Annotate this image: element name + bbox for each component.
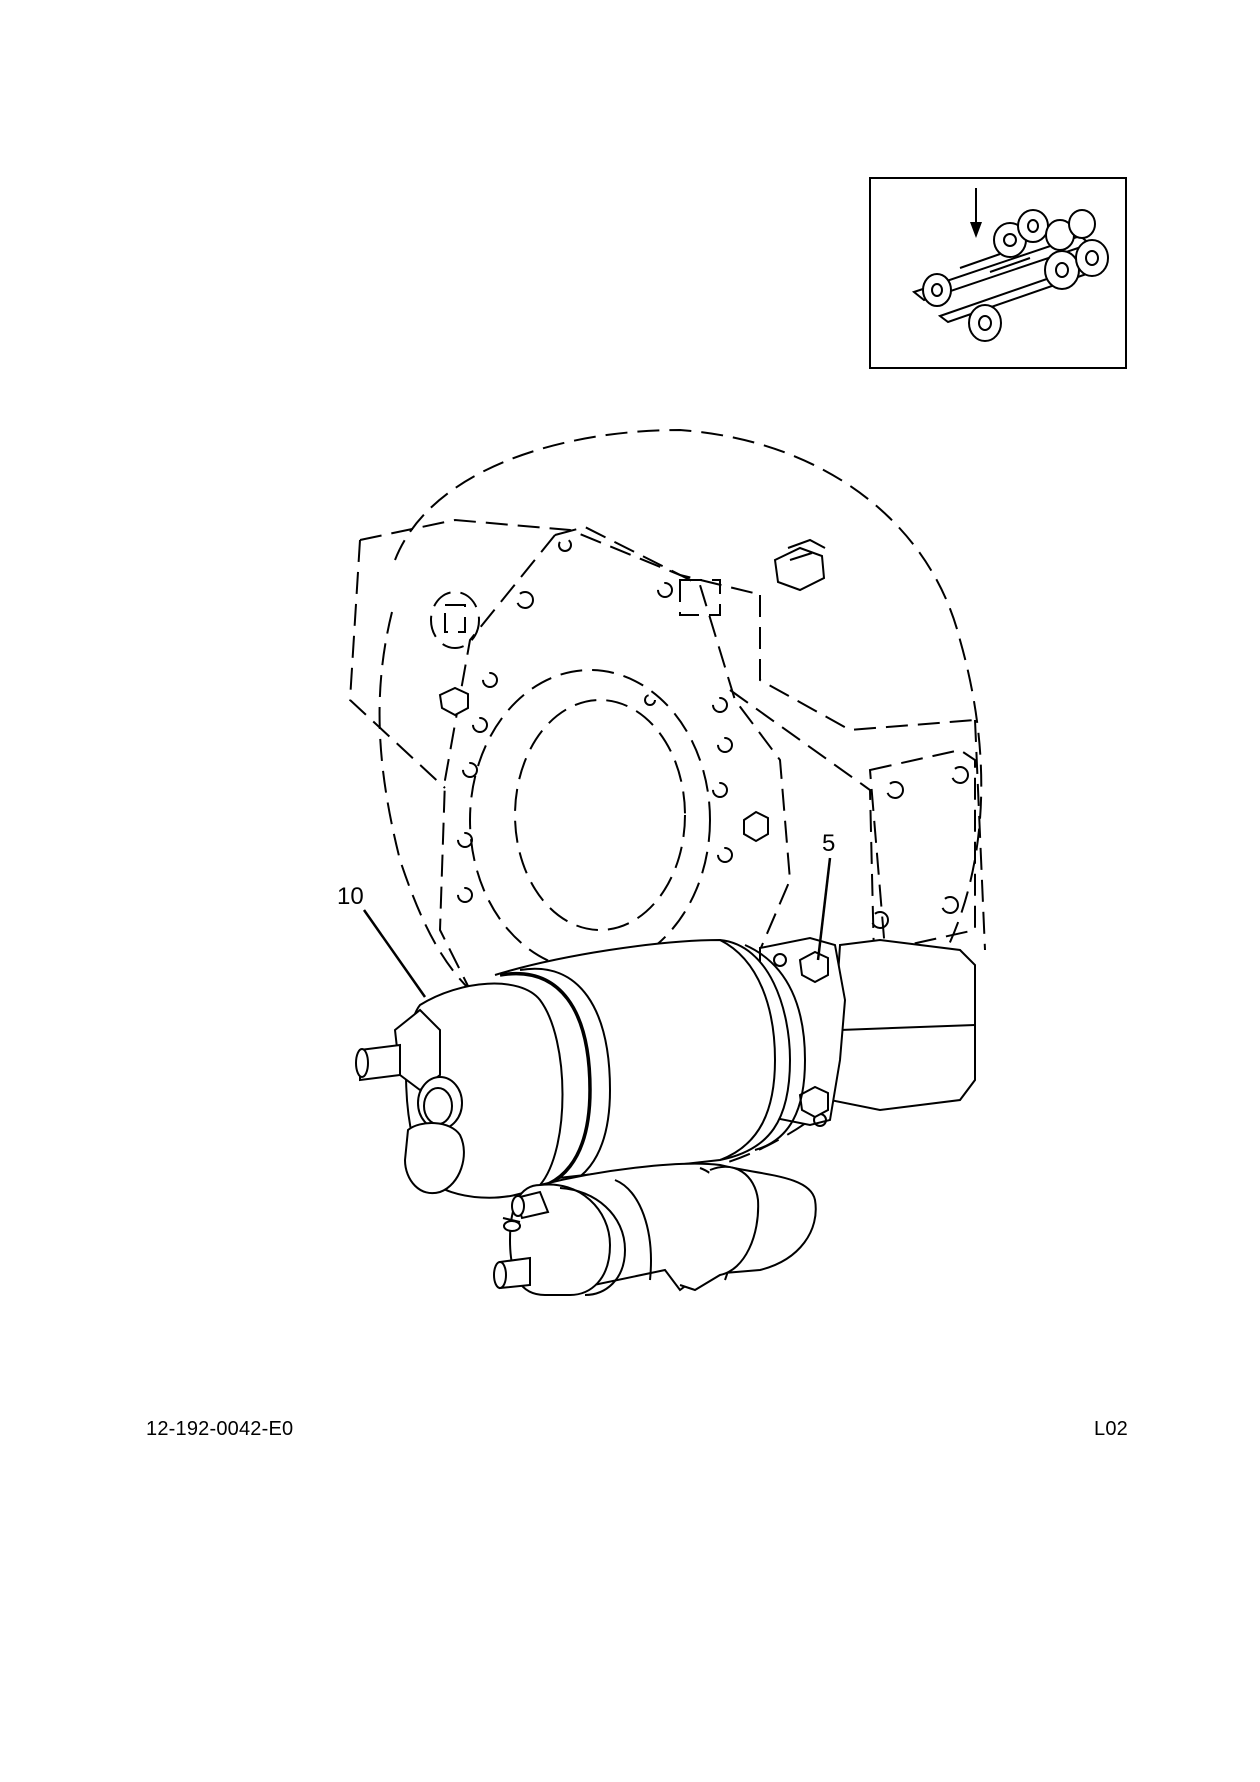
document-id: 12-192-0042-E0 bbox=[146, 1418, 294, 1440]
callout-5-label: 5 bbox=[822, 830, 835, 857]
callout-10: 10 bbox=[337, 883, 427, 998]
callout-10-label: 10 bbox=[337, 883, 364, 910]
housing-nut-left bbox=[438, 686, 469, 717]
housing-bolt-top bbox=[773, 538, 826, 592]
starter-motor bbox=[355, 936, 976, 1296]
locator-inset bbox=[869, 177, 1127, 369]
housing-nut-center bbox=[743, 810, 769, 843]
sheet-code: L02 bbox=[1094, 1418, 1128, 1440]
down-arrow-icon bbox=[970, 188, 982, 238]
truck-chassis-locator-icon bbox=[911, 209, 1109, 342]
callout-5: 5 bbox=[816, 830, 835, 961]
